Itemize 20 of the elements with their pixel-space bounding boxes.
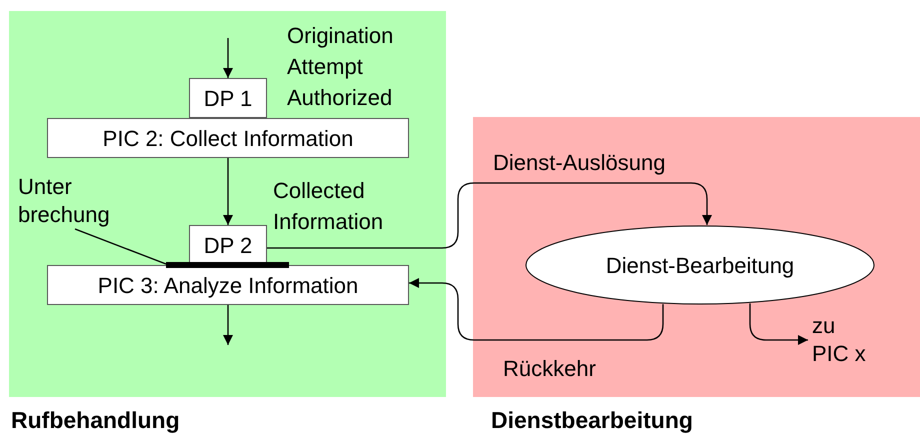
state-label: Origination Attempt Authorized: [287, 22, 394, 112]
annotation-text: Unter brechung: [18, 173, 111, 229]
process-label: Dienst-Bearbeitung: [606, 252, 794, 280]
arrow: [409, 278, 664, 341]
process-ellipse: [525, 225, 875, 305]
arrow: [749, 303, 808, 345]
panel-heading: Dienstbearbeitung: [491, 406, 693, 435]
process-label: PIC 3: Analyze Information: [98, 272, 358, 300]
arrow: [223, 38, 233, 78]
arrow: [223, 305, 233, 345]
leader-line: [74, 228, 166, 265]
state-label: Collected Information: [273, 177, 384, 236]
panel-heading: Rufbehandlung: [11, 406, 180, 435]
process-label: DP 1: [204, 84, 252, 112]
annotation-text: zu PIC x: [812, 312, 867, 368]
process-label: PIC 2: Collect Information: [102, 124, 354, 152]
arrow: [267, 182, 712, 249]
arrow: [223, 158, 233, 225]
interrupt-bar: [166, 262, 289, 268]
process-label: DP 2: [204, 232, 252, 260]
